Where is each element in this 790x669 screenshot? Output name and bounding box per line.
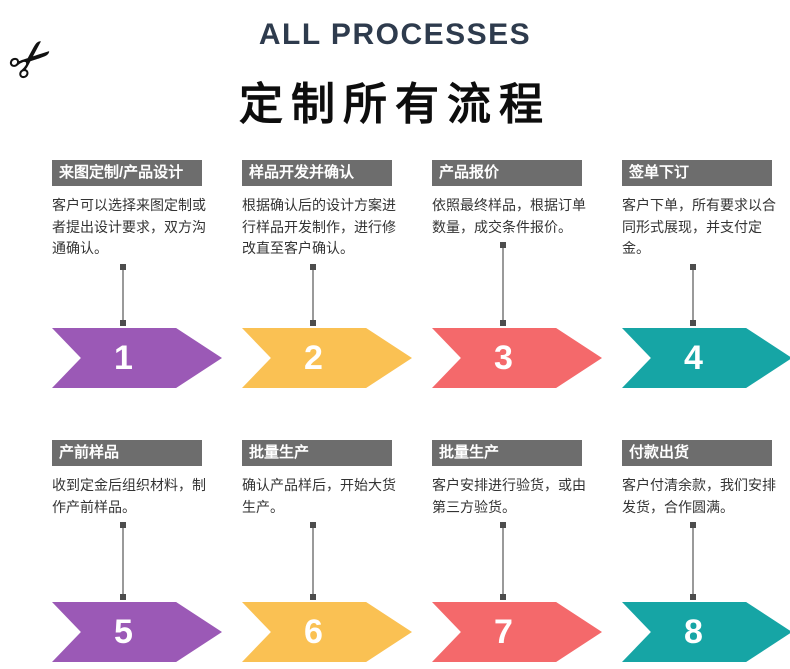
connector-square-bottom xyxy=(500,320,506,326)
step-description: 依照最终样品，根据订单数量，成交条件报价。 xyxy=(432,197,586,235)
step-arrow: 3 xyxy=(432,328,602,388)
process-step-3: 产品报价 依照最终样品，根据订单数量，成交条件报价。 3 xyxy=(432,160,602,388)
step-title: 批量生产 xyxy=(432,440,582,466)
connector-square-top xyxy=(500,242,506,249)
connector-line xyxy=(502,248,504,320)
step-description: 确认产品样后，开始大货生产。 xyxy=(242,477,396,515)
step-arrow: 6 xyxy=(242,602,412,662)
step-connector xyxy=(498,242,508,326)
title-english: ALL PROCESSES xyxy=(258,18,532,51)
step-title: 签单下订 xyxy=(622,160,772,186)
step-connector xyxy=(118,522,128,600)
step-description: 收到定金后组织材料，制作产前样品。 xyxy=(52,477,206,515)
connector-line xyxy=(502,528,504,594)
connector-square-bottom xyxy=(120,594,126,600)
step-arrow: 8 xyxy=(622,602,790,662)
step-title: 产前样品 xyxy=(52,440,202,466)
process-step-4: 签单下订 客户下单，所有要求以合同形式展现，并支付定金。 4 xyxy=(622,160,790,388)
step-title: 批量生产 xyxy=(242,440,392,466)
connector-line xyxy=(122,270,124,320)
title-chinese: 定制所有流程 xyxy=(239,80,551,129)
connector-line xyxy=(312,528,314,594)
step-description: 客户可以选择来图定制或者提出设计要求，双方沟通确认。 xyxy=(52,197,206,257)
connector-line xyxy=(692,270,694,320)
connector-square-top xyxy=(690,264,696,271)
step-arrow: 7 xyxy=(432,602,602,662)
step-arrow: 4 xyxy=(622,328,790,388)
step-arrow: 2 xyxy=(242,328,412,388)
step-number: 4 xyxy=(683,339,703,377)
connector-square-bottom xyxy=(310,594,316,600)
connector-line xyxy=(312,270,314,320)
connector-square-top xyxy=(120,522,126,529)
step-number: 2 xyxy=(303,339,323,377)
connector-square-top xyxy=(310,522,316,529)
process-row-1: 来图定制/产品设计 客户可以选择来图定制或者提出设计要求，双方沟通确认。 1 样… xyxy=(52,160,790,388)
step-connector xyxy=(308,522,318,600)
step-connector xyxy=(688,264,698,326)
connector-square-top xyxy=(500,522,506,529)
step-number: 3 xyxy=(493,339,513,377)
step-number: 7 xyxy=(493,613,513,651)
connector-square-top xyxy=(310,264,316,271)
step-number: 1 xyxy=(113,339,133,377)
process-step-6: 批量生产 确认产品样后，开始大货生产。 6 xyxy=(242,440,412,662)
process-step-2: 样品开发并确认 根据确认后的设计方案进行样品开发制作，进行修改直至客户确认。 2 xyxy=(242,160,412,388)
step-description: 客户付清余款，我们安排发货，合作圆满。 xyxy=(622,477,776,515)
connector-square-bottom xyxy=(690,320,696,326)
connector-square-bottom xyxy=(310,320,316,326)
process-step-5: 产前样品 收到定金后组织材料，制作产前样品。 5 xyxy=(52,440,222,662)
step-description: 客户下单，所有要求以合同形式展现，并支付定金。 xyxy=(622,197,776,257)
step-arrow: 5 xyxy=(52,602,222,662)
page-header: ALL PROCESSES 定制所有流程 xyxy=(0,0,790,132)
step-title: 来图定制/产品设计 xyxy=(52,160,202,186)
step-number: 8 xyxy=(683,613,703,651)
process-step-7: 批量生产 客户安排进行验货，或由第三方验货。 7 xyxy=(432,440,602,662)
step-arrow: 1 xyxy=(52,328,222,388)
step-title: 产品报价 xyxy=(432,160,582,186)
step-description: 根据确认后的设计方案进行样品开发制作，进行修改直至客户确认。 xyxy=(242,197,396,257)
step-connector xyxy=(688,522,698,600)
step-title: 样品开发并确认 xyxy=(242,160,392,186)
connector-square-top xyxy=(690,522,696,529)
step-connector xyxy=(308,264,318,326)
connector-square-top xyxy=(120,264,126,271)
step-connector xyxy=(498,522,508,600)
process-step-8: 付款出货 客户付清余款，我们安排发货，合作圆满。 8 xyxy=(622,440,790,662)
connector-square-bottom xyxy=(690,594,696,600)
connector-line xyxy=(122,528,124,594)
connector-line xyxy=(692,528,694,594)
step-number: 5 xyxy=(113,613,133,651)
process-row-2: 产前样品 收到定金后组织材料，制作产前样品。 5 批量生产 确认产品样后，开始大… xyxy=(52,440,790,662)
connector-square-bottom xyxy=(500,594,506,600)
step-connector xyxy=(118,264,128,326)
process-rows: 来图定制/产品设计 客户可以选择来图定制或者提出设计要求，双方沟通确认。 1 样… xyxy=(0,160,790,662)
step-title: 付款出货 xyxy=(622,440,772,466)
step-number: 6 xyxy=(303,613,323,651)
process-step-1: 来图定制/产品设计 客户可以选择来图定制或者提出设计要求，双方沟通确认。 1 xyxy=(52,160,222,388)
step-description: 客户安排进行验货，或由第三方验货。 xyxy=(432,477,586,515)
connector-square-bottom xyxy=(120,320,126,326)
